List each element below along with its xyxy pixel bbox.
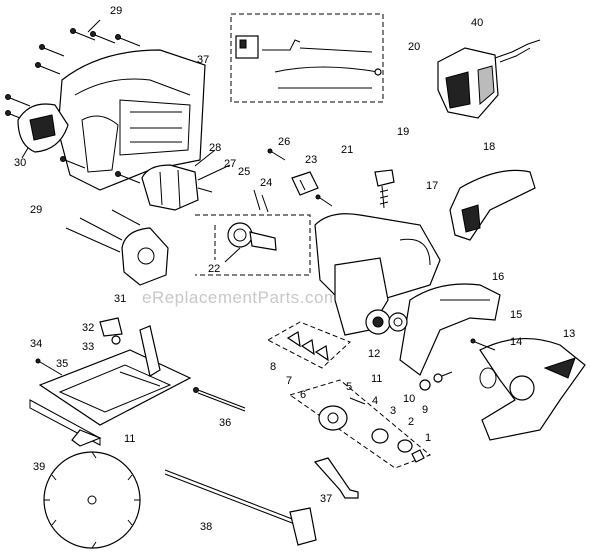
part-15-screw [470,338,496,351]
label-part-31: 31 [114,293,126,305]
part-31-bearing-plate [65,209,169,286]
label-part-32: 32 [82,322,94,334]
parts-1-5-flange-assembly [288,379,431,469]
part-18-handle-cover [449,169,536,241]
label-part-29-b: 29 [30,204,42,216]
part-16-upper-guard [399,283,501,376]
part-21-screw [315,194,333,207]
part-38-rip-fence [164,469,317,546]
label-part-37-b: 37 [320,493,332,505]
label-part-30: 30 [14,157,26,169]
label-part-39: 39 [33,461,45,473]
label-part-26: 26 [278,136,290,148]
part-17-gear-housing [314,213,441,336]
part-35-base-plate [29,349,192,447]
label-part-3: 3 [390,405,396,417]
label-part-8: 8 [270,361,276,373]
label-part-12: 12 [368,348,380,360]
label-part-38: 38 [200,521,212,533]
label-part-17: 17 [426,180,438,192]
part-20-wiring-group [230,13,384,103]
part-22-gear-group [195,214,311,276]
label-part-29: 29 [110,5,122,17]
label-part-21: 21 [341,144,353,156]
label-part-11: 11 [371,373,382,385]
label-part-28: 28 [209,142,221,154]
label-part-4: 4 [372,395,378,407]
label-part-15: 15 [510,309,522,321]
label-part-22: 22 [208,263,220,275]
part-36-long-bolt [193,387,246,412]
label-part-11-b: 11 [124,433,135,445]
label-part-16: 16 [492,271,504,283]
label-part-1: 1 [425,432,431,444]
part-labels: 29 37 20 40 30 28 27 26 23 21 19 18 25 2… [14,5,575,533]
label-part-14: 14 [510,336,522,348]
label-part-40: 40 [471,17,483,29]
label-part-24: 24 [260,177,272,189]
part-40-switch [437,39,541,119]
label-part-18: 18 [483,141,495,153]
label-part-20: 20 [408,41,420,53]
parts-32-33-knob [99,317,123,345]
label-part-13: 13 [563,328,575,340]
label-part-5: 5 [346,381,352,393]
label-part-9: 9 [422,404,428,416]
label-part-35: 35 [56,358,68,370]
label-part-7: 7 [286,375,292,387]
part-30-brush-cap [17,103,69,159]
part-19-pin [374,169,395,209]
label-part-2: 2 [408,416,414,428]
label-part-37: 37 [197,54,209,66]
part-23-bracket [291,171,319,196]
part-27-motor-armature [141,149,231,211]
label-part-19: 19 [397,126,409,138]
part-39-saw-blade [43,451,141,549]
part-37-motor-housing [57,49,206,191]
label-part-10: 10 [403,393,415,405]
part-14-ring [479,367,497,389]
depth-adjust-arm [139,325,161,377]
label-part-27: 27 [224,158,236,170]
part-12-bearing [388,312,408,332]
label-part-33: 33 [82,341,94,353]
label-part-25: 25 [238,166,250,178]
parts-24-25-26-screws [253,148,286,213]
parts-6-7-8-brackets [266,321,351,369]
part-13-lower-guard [479,338,586,441]
label-part-36: 36 [219,417,231,429]
part-34-screw [35,358,63,376]
screws-29-top [5,19,141,184]
watermark: eReplacementParts.com [142,288,339,307]
label-part-23: 23 [305,154,317,166]
parts-9-10-bolt-washer [419,371,453,391]
label-part-34: 34 [30,338,42,350]
part-37-hex-key [313,457,359,499]
label-part-6: 6 [300,389,306,401]
